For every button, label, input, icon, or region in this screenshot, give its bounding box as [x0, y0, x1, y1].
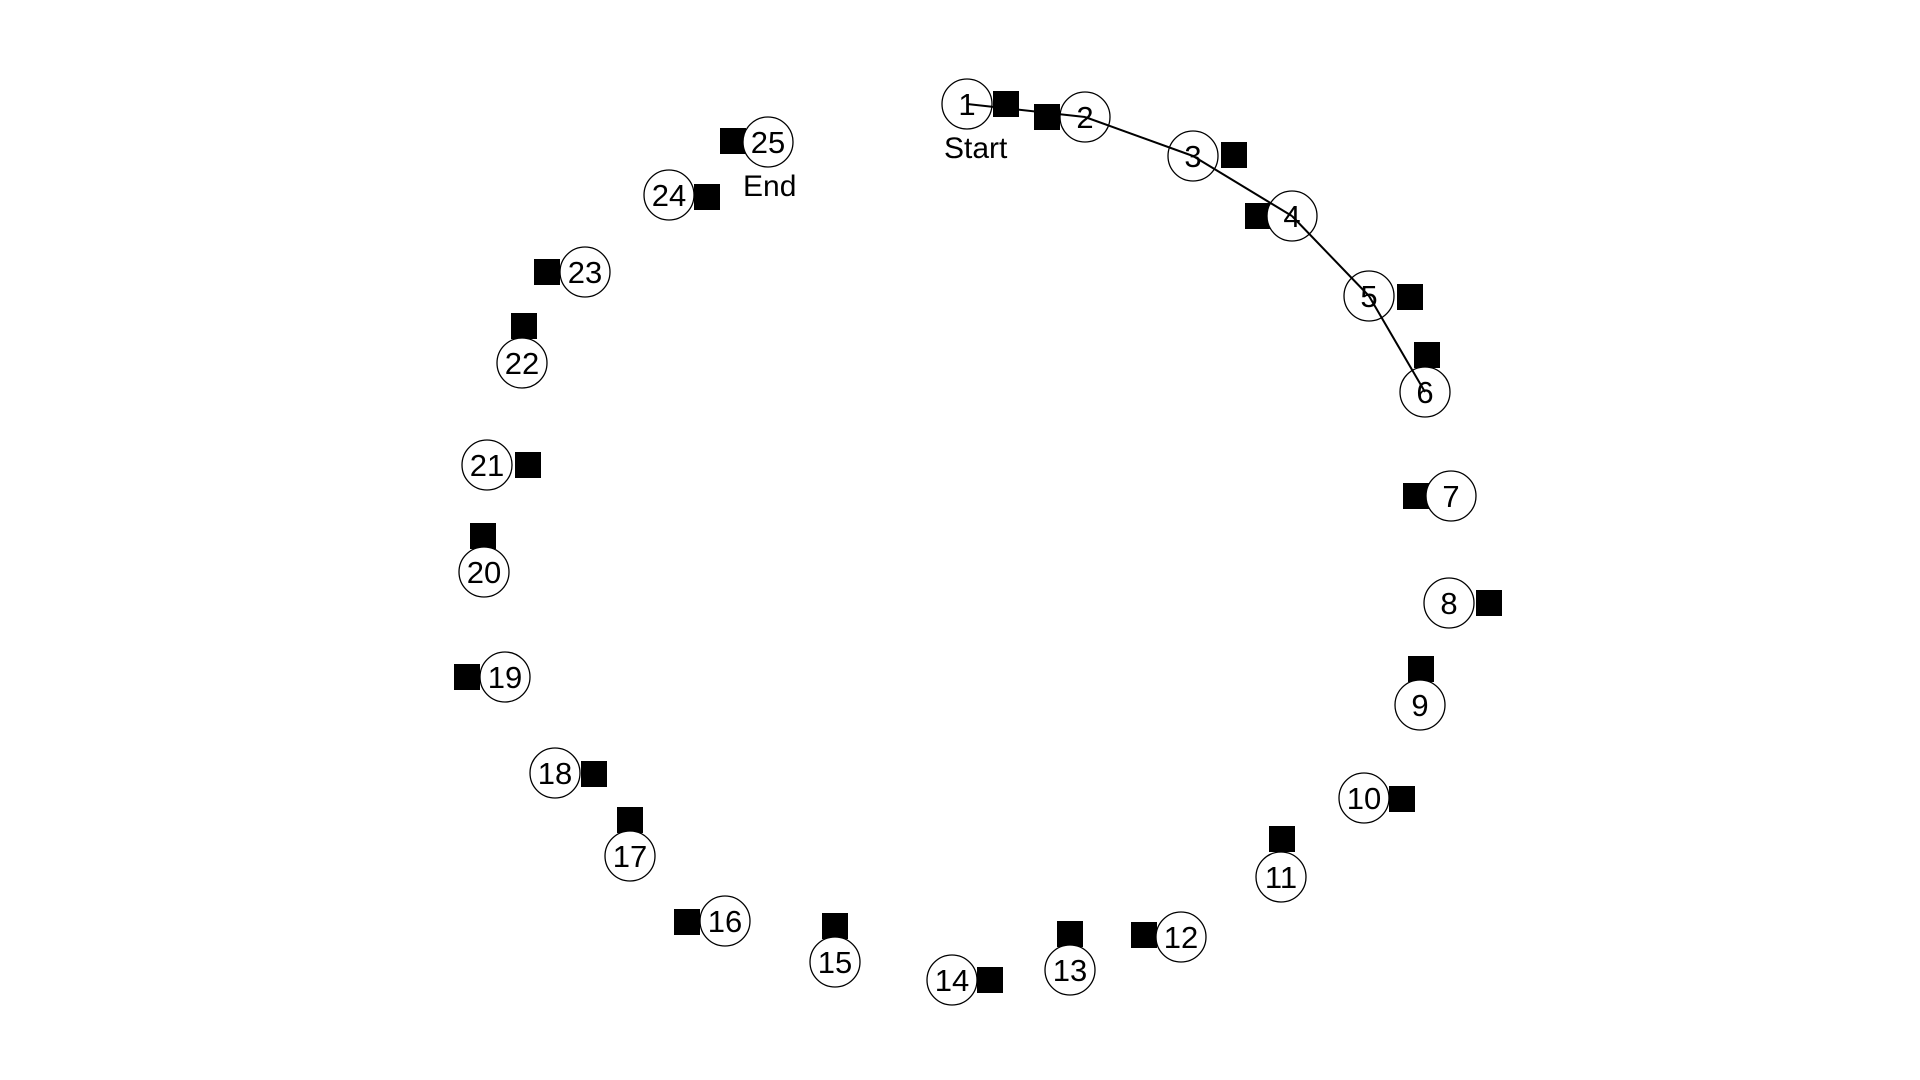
node-circle[interactable]: [496, 337, 548, 389]
node-19[interactable]: 19: [479, 651, 531, 703]
node-circle[interactable]: [1255, 851, 1307, 903]
node-circle[interactable]: [643, 169, 695, 221]
node-11[interactable]: 11: [1255, 851, 1307, 903]
node-label: 13: [1053, 953, 1087, 988]
path-segment-4-5: [1291, 215, 1370, 297]
node-label: 12: [1164, 920, 1198, 955]
marker-square-23: [534, 259, 560, 285]
marker-square-15: [822, 913, 848, 939]
marker-square-11: [1269, 826, 1295, 852]
node-circle[interactable]: [1394, 679, 1446, 731]
node-label: 14: [935, 963, 969, 998]
node-label: 25: [751, 125, 785, 160]
traced-path: [966, 103, 1426, 393]
path-segment-2-3: [1084, 116, 1194, 157]
path-segment-1-2: [966, 103, 1086, 118]
marker-square-12: [1131, 922, 1157, 948]
node-label: 17: [613, 839, 647, 874]
node-circle[interactable]: [699, 895, 751, 947]
node-16[interactable]: 16: [699, 895, 751, 947]
start-label: Start: [944, 132, 1008, 165]
marker-square-24: [694, 184, 720, 210]
marker-square-2: [1034, 104, 1060, 130]
node-circle[interactable]: [809, 936, 861, 988]
node-20[interactable]: 20: [458, 546, 510, 598]
node-circle[interactable]: [479, 651, 531, 703]
marker-square-19: [454, 664, 480, 690]
marker-square-7: [1403, 483, 1429, 509]
node-circle[interactable]: [1044, 944, 1096, 996]
node-12[interactable]: 12: [1155, 911, 1207, 963]
marker-square-18: [581, 761, 607, 787]
node-24[interactable]: 24: [643, 169, 695, 221]
node-9[interactable]: 9: [1394, 679, 1446, 731]
marker-square-5: [1397, 284, 1423, 310]
node-label: 10: [1347, 781, 1381, 816]
node-label: 19: [488, 660, 522, 695]
node-22[interactable]: 22: [496, 337, 548, 389]
node-8[interactable]: 8: [1423, 577, 1475, 629]
node-17[interactable]: 17: [604, 830, 656, 882]
node-label: 22: [505, 346, 539, 381]
marker-square-3: [1221, 142, 1247, 168]
marker-square-20: [470, 523, 496, 549]
node-circle[interactable]: [559, 246, 611, 298]
node-13[interactable]: 13: [1044, 944, 1096, 996]
marker-square-21: [515, 452, 541, 478]
square-markers: [454, 91, 1502, 993]
marker-square-17: [617, 807, 643, 833]
marker-square-1: [993, 91, 1019, 117]
node-label: 21: [470, 448, 504, 483]
node-circle[interactable]: [458, 546, 510, 598]
node-label: 8: [1440, 586, 1457, 621]
marker-square-25: [720, 128, 746, 154]
node-10[interactable]: 10: [1338, 772, 1390, 824]
node-18[interactable]: 18: [529, 747, 581, 799]
node-label: 18: [538, 756, 572, 791]
node-label: 7: [1442, 479, 1459, 514]
marker-square-14: [977, 967, 1003, 993]
node-label: 23: [568, 255, 602, 290]
node-14[interactable]: 14: [926, 954, 978, 1006]
node-label: 16: [708, 904, 742, 939]
node-circle[interactable]: [926, 954, 978, 1006]
node-23[interactable]: 23: [559, 246, 611, 298]
path-segment-3-4: [1192, 155, 1293, 217]
marker-square-16: [674, 909, 700, 935]
path-segment-5-6: [1368, 295, 1426, 393]
node-circle[interactable]: [604, 830, 656, 882]
node-circle[interactable]: [1425, 470, 1477, 522]
node-circle[interactable]: [461, 439, 513, 491]
marker-square-13: [1057, 921, 1083, 947]
node-label: 9: [1411, 688, 1428, 723]
node-circle[interactable]: [1155, 911, 1207, 963]
marker-square-9: [1408, 656, 1434, 682]
node-circle[interactable]: [742, 116, 794, 168]
marker-square-6: [1414, 342, 1440, 368]
node-label: 20: [467, 555, 501, 590]
node-25[interactable]: 25: [742, 116, 794, 168]
end-label: End: [743, 170, 796, 203]
marker-square-10: [1389, 786, 1415, 812]
marker-square-22: [511, 313, 537, 339]
node-circle[interactable]: [1423, 577, 1475, 629]
node-15[interactable]: 15: [809, 936, 861, 988]
node-circle[interactable]: [1338, 772, 1390, 824]
node-circle[interactable]: [529, 747, 581, 799]
node-label: 11: [1265, 860, 1297, 895]
node-label: 24: [652, 178, 686, 213]
node-21[interactable]: 21: [461, 439, 513, 491]
node-7[interactable]: 7: [1425, 470, 1477, 522]
marker-square-8: [1476, 590, 1502, 616]
node-label: 15: [818, 945, 852, 980]
